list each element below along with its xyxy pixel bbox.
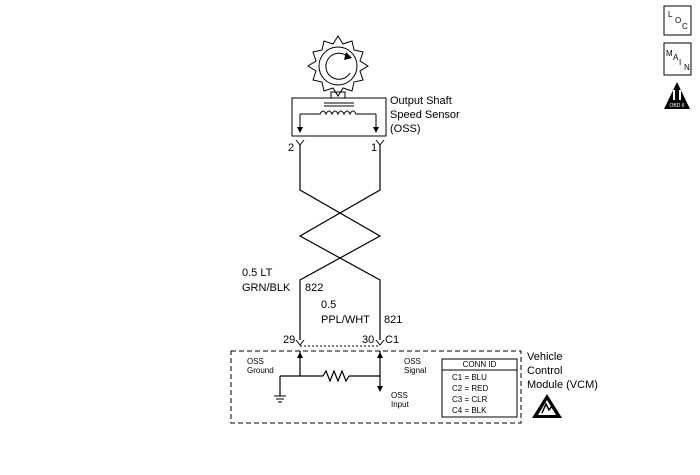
vcm-internal-circuit bbox=[279, 351, 383, 396]
gear-icon bbox=[307, 35, 369, 97]
wire-a-gauge: 0.5 LT bbox=[242, 267, 273, 279]
ground-icon bbox=[274, 395, 286, 403]
pin-terminal bbox=[375, 139, 385, 146]
oss-signal-label-2: Signal bbox=[404, 366, 426, 375]
oss-ground-label-1: OSS bbox=[247, 357, 264, 366]
vcm-name-line1: Vehicle bbox=[527, 351, 562, 363]
sensor-pin-2: 2 bbox=[288, 142, 294, 154]
obd-icon[interactable]: OBD II bbox=[664, 82, 690, 109]
sensor-name-line2: Speed Sensor bbox=[390, 109, 460, 121]
wire-b-color: PPL/WHT bbox=[321, 314, 370, 326]
sensor-pin-1: 1 bbox=[371, 142, 377, 154]
vcm-module-box bbox=[230, 350, 522, 424]
oss-input-label-1: OSS bbox=[391, 391, 408, 400]
vcm-name-line3: Module (VCM) bbox=[527, 379, 598, 391]
esd-warning-icon bbox=[532, 394, 562, 418]
main-icon-i: I bbox=[679, 58, 681, 67]
sensor-name-line3: (OSS) bbox=[390, 123, 421, 135]
wire-a-color: GRN/BLK bbox=[242, 282, 291, 294]
conn-id-row: C3 = CLR bbox=[452, 395, 488, 404]
loc-icon-o: O bbox=[675, 16, 681, 25]
pin-terminal bbox=[295, 139, 305, 146]
sensor-name-line1: Output Shaft bbox=[390, 95, 452, 107]
obd-icon-text: OBD II bbox=[669, 103, 684, 109]
sensor-mount bbox=[330, 91, 346, 99]
conn-id-title: CONN ID bbox=[463, 360, 497, 369]
connector-pin-29: 29 bbox=[283, 334, 295, 346]
wire-b-circuit: 821 bbox=[384, 314, 402, 326]
connector-terminal bbox=[375, 339, 385, 346]
loc-icon[interactable]: L O C bbox=[663, 5, 692, 36]
loc-icon-c: C bbox=[682, 22, 688, 31]
conn-id-table: CONN ID C1 = BLU C2 = RED C3 = CLR C4 = … bbox=[441, 358, 518, 418]
connector-id: C1 bbox=[385, 334, 399, 346]
main-icon-m: M bbox=[666, 49, 673, 58]
oss-input-label-2: Input bbox=[391, 400, 410, 409]
main-icon-n: N bbox=[684, 63, 690, 72]
conn-id-row: C4 = BLK bbox=[452, 406, 487, 415]
twisted-pair-wires bbox=[298, 145, 382, 340]
oss-ground-label-2: Ground bbox=[247, 366, 274, 375]
oss-signal-label-1: OSS bbox=[404, 357, 421, 366]
wire-b-gauge: 0.5 bbox=[321, 299, 336, 311]
connector-terminal bbox=[295, 339, 305, 346]
loc-icon-l: L bbox=[668, 10, 673, 19]
speed-sensor bbox=[291, 97, 387, 137]
wire-a-circuit: 822 bbox=[305, 282, 323, 294]
main-icon[interactable]: M A I N bbox=[663, 42, 692, 76]
conn-id-row: C2 = RED bbox=[452, 384, 488, 393]
resistor-icon bbox=[322, 369, 350, 383]
conn-id-row: C1 = BLU bbox=[452, 373, 487, 382]
connector-pin-30: 30 bbox=[362, 334, 374, 346]
vcm-name-line2: Control bbox=[527, 365, 562, 377]
main-icon-a: A bbox=[673, 53, 679, 62]
